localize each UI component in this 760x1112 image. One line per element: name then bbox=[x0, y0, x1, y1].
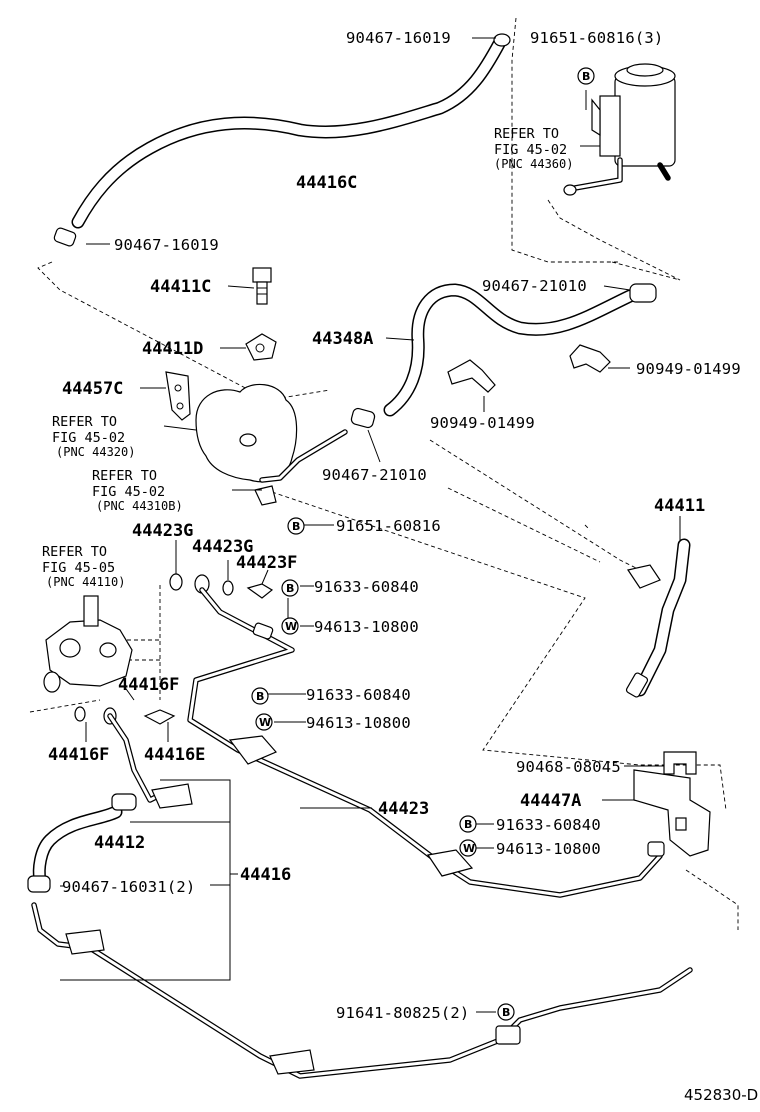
circled-markers: B B B W B W B W B bbox=[251, 67, 595, 1021]
bracket-44457c-icon bbox=[165, 371, 191, 421]
marker-w-1: W bbox=[285, 620, 297, 633]
vane-pump-icon bbox=[195, 383, 348, 506]
label-91633-60840-b: 91633-60840 bbox=[306, 686, 411, 704]
bolt-44423f-icon bbox=[246, 583, 274, 599]
ref-pump-upper-line2: FIG 45-02 bbox=[52, 430, 125, 446]
hose-clip-left-icon bbox=[53, 227, 77, 247]
label-91651-60816-3: 91651-60816(3) bbox=[530, 29, 663, 47]
ref-gear-line2: FIG 45-05 bbox=[42, 560, 115, 576]
return-hose-44416c bbox=[53, 33, 511, 247]
label-91633-60840-c: 91633-60840 bbox=[496, 816, 601, 834]
ref-pump-lower-line2: FIG 45-02 bbox=[92, 484, 165, 500]
label-44416f-top: 44416F bbox=[118, 675, 179, 695]
ref-pump-lower-line3: (PNC 44310B) bbox=[96, 499, 183, 513]
gasket-44423g-a-icon bbox=[169, 573, 183, 591]
label-44423f: 44423F bbox=[236, 553, 297, 573]
label-90467-16019-left: 90467-16019 bbox=[114, 236, 219, 254]
ref-reservoir-line3: (PNC 44360) bbox=[494, 157, 573, 171]
label-44416f-bottom: 44416F bbox=[48, 745, 109, 765]
figure-references: REFER TO FIG 45-02 (PNC 44360) REFER TO … bbox=[42, 126, 573, 589]
label-90949-01499-right: 90949-01499 bbox=[636, 360, 741, 378]
hose-clamp-mid-icon bbox=[447, 359, 496, 393]
reservoir-icon bbox=[563, 63, 676, 196]
label-94613-10800-b: 94613-10800 bbox=[306, 714, 411, 732]
marker-b-4: B bbox=[256, 690, 264, 703]
ref-gear-line3: (PNC 44110) bbox=[46, 575, 125, 589]
label-90467-21010-upper: 90467-21010 bbox=[482, 277, 587, 295]
ref-reservoir-line1: REFER TO bbox=[494, 126, 559, 142]
hose-clip-upper-icon bbox=[629, 283, 657, 303]
label-44416e: 44416E bbox=[144, 745, 205, 765]
label-90467-16019-top: 90467-16019 bbox=[346, 29, 451, 47]
label-90949-01499-mid: 90949-01499 bbox=[430, 414, 535, 432]
ref-pump-upper-line1: REFER TO bbox=[52, 414, 117, 430]
label-44416c: 44416C bbox=[296, 173, 357, 193]
part-labels: 90467-16019 91651-60816(3) 44416C 90467-… bbox=[48, 29, 741, 1022]
hose-clip-lower-icon bbox=[350, 407, 376, 429]
union-bolt-44411c-icon bbox=[252, 267, 272, 305]
gasket-44423g-b-icon bbox=[222, 580, 234, 596]
marker-w-3: W bbox=[463, 842, 475, 855]
return-tube-44416 bbox=[31, 713, 693, 1079]
label-44423: 44423 bbox=[378, 799, 429, 819]
pressure-pipe-44411 bbox=[625, 538, 691, 698]
label-44423g-a: 44423G bbox=[132, 521, 193, 541]
hose-clip-top-icon bbox=[493, 33, 511, 47]
leader-lines bbox=[60, 37, 681, 1013]
label-44457c: 44457C bbox=[62, 379, 123, 399]
label-44348a: 44348A bbox=[312, 329, 373, 349]
gasket-44416f-a-icon bbox=[74, 706, 86, 722]
pressure-hose-44348a bbox=[350, 283, 657, 429]
label-94613-10800-a: 94613-10800 bbox=[314, 618, 419, 636]
label-44412: 44412 bbox=[94, 833, 145, 853]
label-44411d: 44411D bbox=[142, 339, 203, 359]
marker-b-6: B bbox=[502, 1006, 510, 1019]
label-44416: 44416 bbox=[240, 865, 291, 885]
label-44411c: 44411C bbox=[150, 277, 211, 297]
marker-b-1: B bbox=[582, 70, 590, 83]
label-44423g-b: 44423G bbox=[192, 537, 253, 557]
mounting-plate-44411d-icon bbox=[245, 333, 277, 361]
label-91641-80825-2: 91641-80825(2) bbox=[336, 1004, 469, 1022]
diagram-id: 452830-D bbox=[684, 1086, 758, 1104]
clamp-90468-08045-icon bbox=[663, 751, 697, 775]
label-44447a: 44447A bbox=[520, 791, 581, 811]
label-90467-16031-2: 90467-16031(2) bbox=[62, 878, 195, 896]
marker-b-5: B bbox=[464, 818, 472, 831]
return-hose-44412 bbox=[27, 793, 137, 893]
assembly-44416-bracket-lines bbox=[60, 779, 238, 981]
label-91651-60816: 91651-60816 bbox=[336, 517, 441, 535]
hose-clamp-right-icon bbox=[569, 344, 611, 373]
marker-b-3: B bbox=[286, 582, 294, 595]
label-44411: 44411 bbox=[654, 496, 705, 516]
pressure-tube-44423 bbox=[187, 587, 665, 898]
label-90468-08045: 90468-08045 bbox=[516, 758, 621, 776]
bracket-44447a-icon bbox=[633, 769, 711, 857]
ref-pump-lower-line1: REFER TO bbox=[92, 468, 157, 484]
label-90467-21010-lower: 90467-21010 bbox=[322, 466, 427, 484]
ref-pump-upper-line3: (PNC 44320) bbox=[56, 445, 135, 459]
label-91633-60840-a: 91633-60840 bbox=[314, 578, 419, 596]
steering-gear-housing-icon bbox=[43, 595, 133, 693]
ref-reservoir-line2: FIG 45-02 bbox=[494, 142, 567, 158]
ref-gear-line1: REFER TO bbox=[42, 544, 107, 560]
marker-w-2: W bbox=[259, 716, 271, 729]
bolt-44416e-icon bbox=[143, 709, 176, 725]
label-94613-10800-c: 94613-10800 bbox=[496, 840, 601, 858]
marker-b-2: B bbox=[292, 520, 300, 533]
